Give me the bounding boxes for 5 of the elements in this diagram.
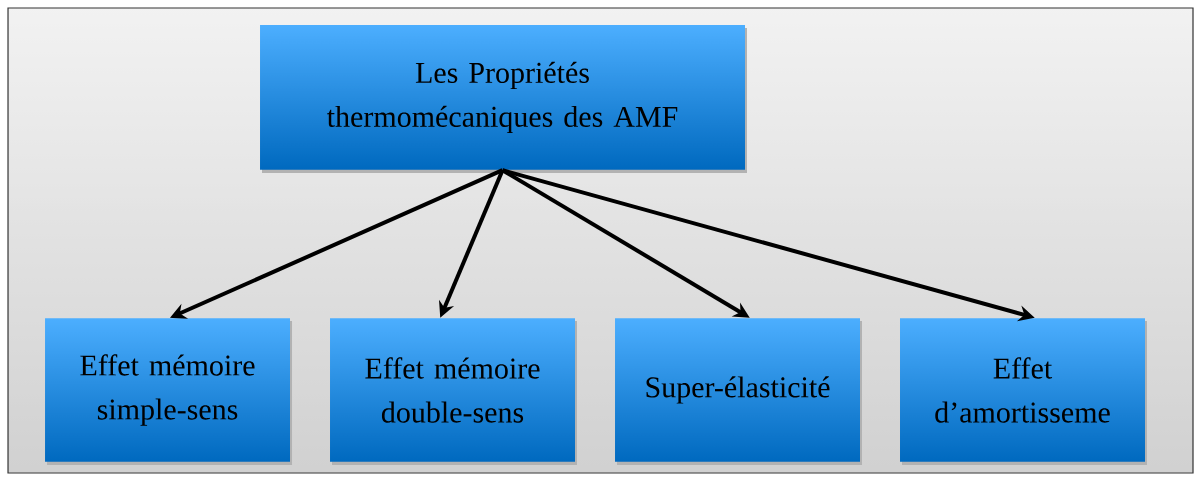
process-box: Super-élasticité — [615, 318, 862, 465]
process-box: Les Propriétés thermomécaniques des AMF — [260, 25, 747, 173]
process-box: Effet mémoire double-sens — [330, 318, 577, 465]
process-box: Effet mémoire simple-sens — [45, 318, 292, 465]
process-box: Effet d’amortisseme — [900, 318, 1147, 465]
